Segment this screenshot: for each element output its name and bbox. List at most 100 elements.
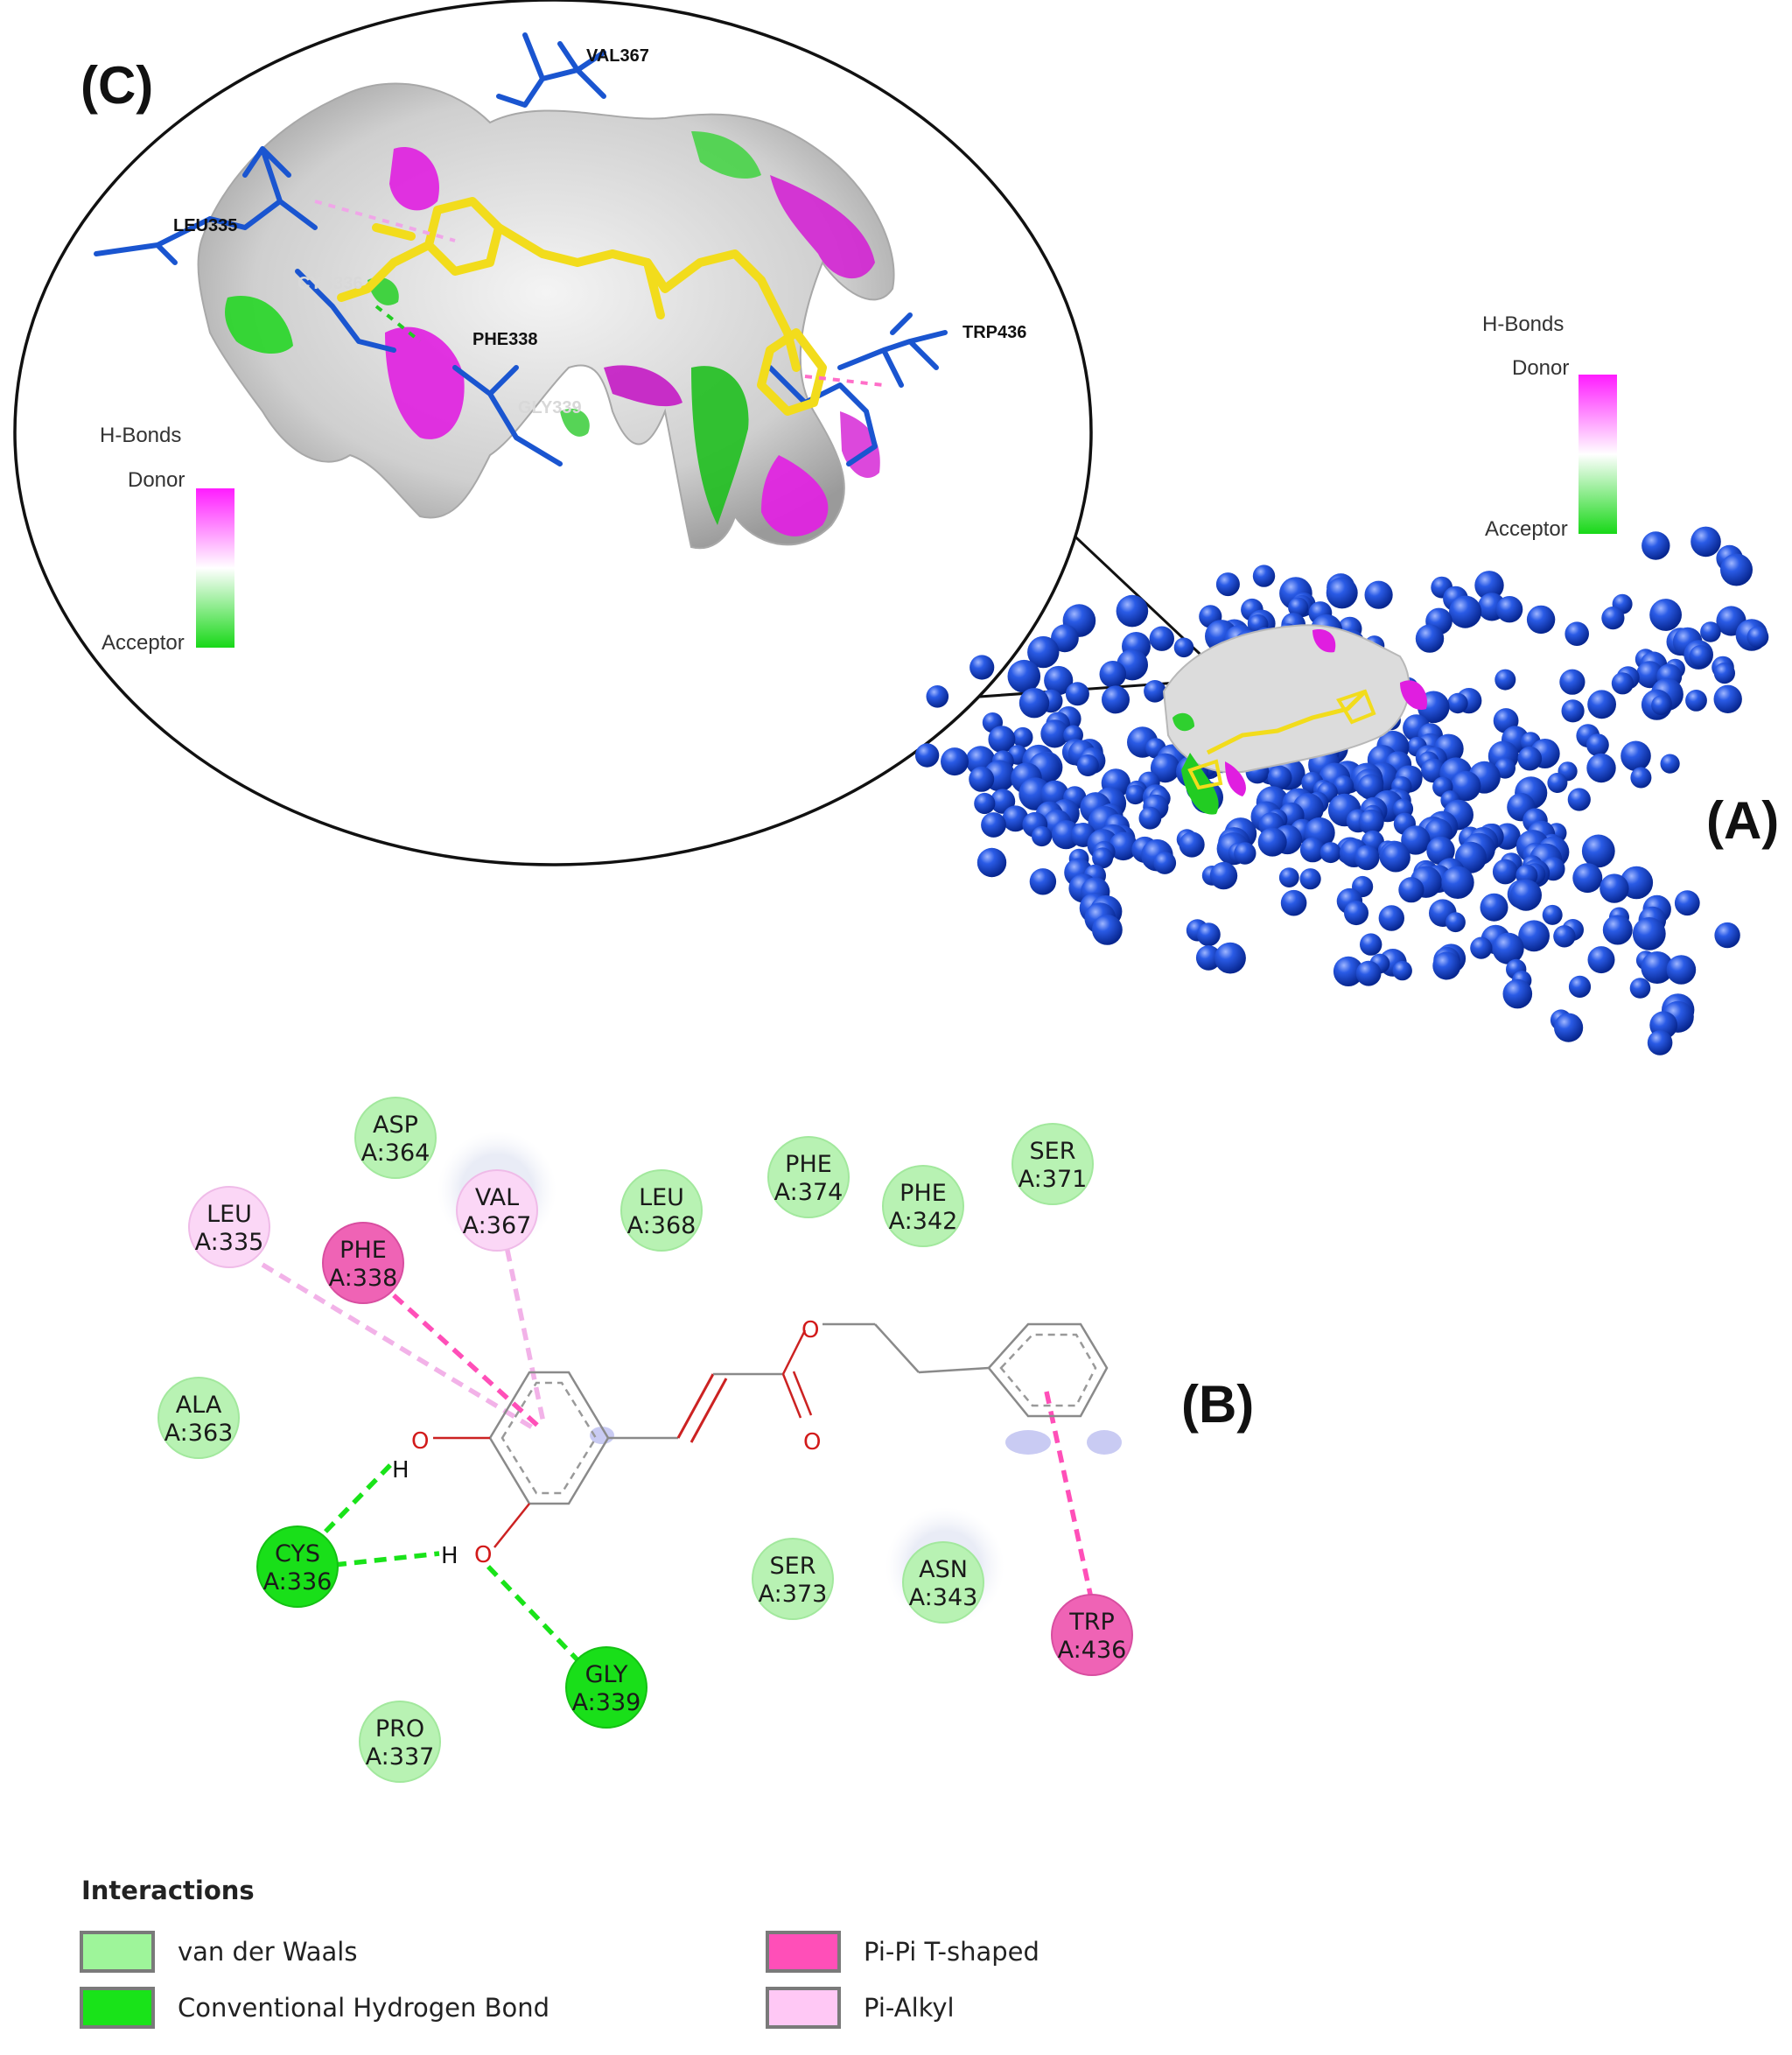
protein-sphere	[1320, 842, 1341, 864]
protein-sphere	[1714, 922, 1740, 949]
label-leu335: LEU335	[173, 216, 237, 235]
legend-item: Pi-Pi T-shaped	[766, 1931, 1040, 1973]
protein-sphere	[1690, 526, 1721, 558]
residue-id: A:368	[627, 1212, 696, 1239]
legend-label: Pi-Pi T-shaped	[864, 1937, 1040, 1967]
protein-sphere	[1421, 758, 1446, 783]
protein-sphere	[1492, 932, 1524, 964]
residue-name: ASN	[919, 1556, 968, 1583]
protein-sphere	[1099, 661, 1127, 688]
protein-sphere	[1568, 975, 1592, 998]
residue-id: A:336	[263, 1568, 332, 1596]
label-val367: VAL367	[586, 46, 649, 66]
protein-sphere	[1451, 770, 1481, 802]
protein-sphere	[1746, 626, 1769, 649]
protein-sphere	[1257, 827, 1287, 857]
protein-sphere	[970, 655, 995, 680]
protein-sphere	[1214, 942, 1246, 974]
protein-sphere	[1138, 806, 1162, 830]
residue-id: A:343	[909, 1584, 978, 1611]
protein-sphere	[1561, 699, 1585, 723]
line-val367	[500, 1229, 547, 1427]
residue-disc	[752, 1538, 834, 1620]
hbond-scale-title: H-Bonds	[100, 424, 181, 447]
protein-sphere	[1032, 825, 1053, 847]
ligand-atoms: O H O H O O	[392, 1317, 821, 1569]
legend-item: van der Waals	[80, 1931, 357, 1973]
protein-sphere	[1116, 594, 1149, 628]
residue-disc	[322, 1222, 404, 1304]
atom-o-3: O	[802, 1317, 819, 1343]
label-trp436: TRP436	[962, 323, 1026, 342]
protein-sphere	[1040, 719, 1069, 748]
binding-surface	[197, 82, 895, 550]
halo-atom-3	[1087, 1430, 1122, 1455]
residue-name: PHE	[900, 1180, 947, 1207]
halo-atom-2	[1005, 1430, 1051, 1455]
residue-id: A:436	[1058, 1637, 1127, 1664]
protein-sphere	[1689, 645, 1712, 668]
protein-sphere	[981, 812, 1006, 838]
protein-sphere	[1354, 845, 1380, 871]
protein-sphere	[1685, 690, 1707, 712]
protein-sphere	[1102, 685, 1130, 714]
panel-c: (C)	[13, 0, 1230, 866]
atom-h-2: H	[441, 1543, 458, 1569]
protein-sphere	[1642, 531, 1670, 560]
label-gly339: GLY339	[518, 398, 582, 417]
protein-sphere	[1586, 733, 1609, 756]
protein-sphere	[1474, 571, 1504, 600]
protein-sphere	[1378, 905, 1405, 931]
residue-disc	[456, 1169, 538, 1252]
protein-sphere	[1065, 682, 1089, 706]
residue-disc	[188, 1186, 270, 1268]
protein-sphere	[1629, 978, 1651, 999]
protein-sphere	[1149, 626, 1175, 651]
protein-sphere	[1357, 774, 1384, 800]
legend-item: Conventional Hydrogen Bond	[80, 1987, 550, 2029]
protein-sphere	[1209, 861, 1238, 890]
protein-sphere	[1559, 669, 1586, 695]
protein-sphere	[1470, 936, 1493, 959]
panel-c-label: (C)	[80, 56, 153, 115]
protein-sphere	[1587, 690, 1616, 719]
protein-sphere	[1288, 597, 1309, 618]
protein-sphere	[1449, 595, 1482, 628]
protein-sphere	[1630, 767, 1652, 789]
hbond-colorbar	[196, 488, 234, 648]
protein-sphere	[1144, 680, 1166, 703]
protein-sphere	[1572, 863, 1603, 894]
protein-sphere	[1651, 695, 1671, 716]
protein-sphere	[1179, 831, 1205, 858]
protein-sphere	[976, 847, 1007, 878]
legend-swatch	[80, 1931, 155, 1973]
protein-sphere	[1492, 859, 1518, 885]
residue-name: TRP	[1068, 1609, 1115, 1636]
atom-o-4: O	[803, 1429, 821, 1455]
protein-sphere	[1215, 572, 1240, 597]
protein-sphere	[1432, 951, 1461, 980]
line-leu335	[261, 1262, 540, 1434]
protein-sphere	[974, 792, 996, 815]
protein-sphere	[1415, 624, 1445, 653]
protein-sphere	[969, 766, 995, 792]
residue-disc	[158, 1377, 240, 1459]
protein-sphere	[1713, 663, 1735, 684]
residue-name: VAL	[475, 1184, 519, 1211]
residue-name: ASP	[373, 1112, 418, 1139]
legend-swatch	[766, 1931, 841, 1973]
residue-disc	[620, 1169, 703, 1252]
protein-sphere	[1542, 904, 1563, 925]
protein-sphere	[1674, 890, 1700, 916]
